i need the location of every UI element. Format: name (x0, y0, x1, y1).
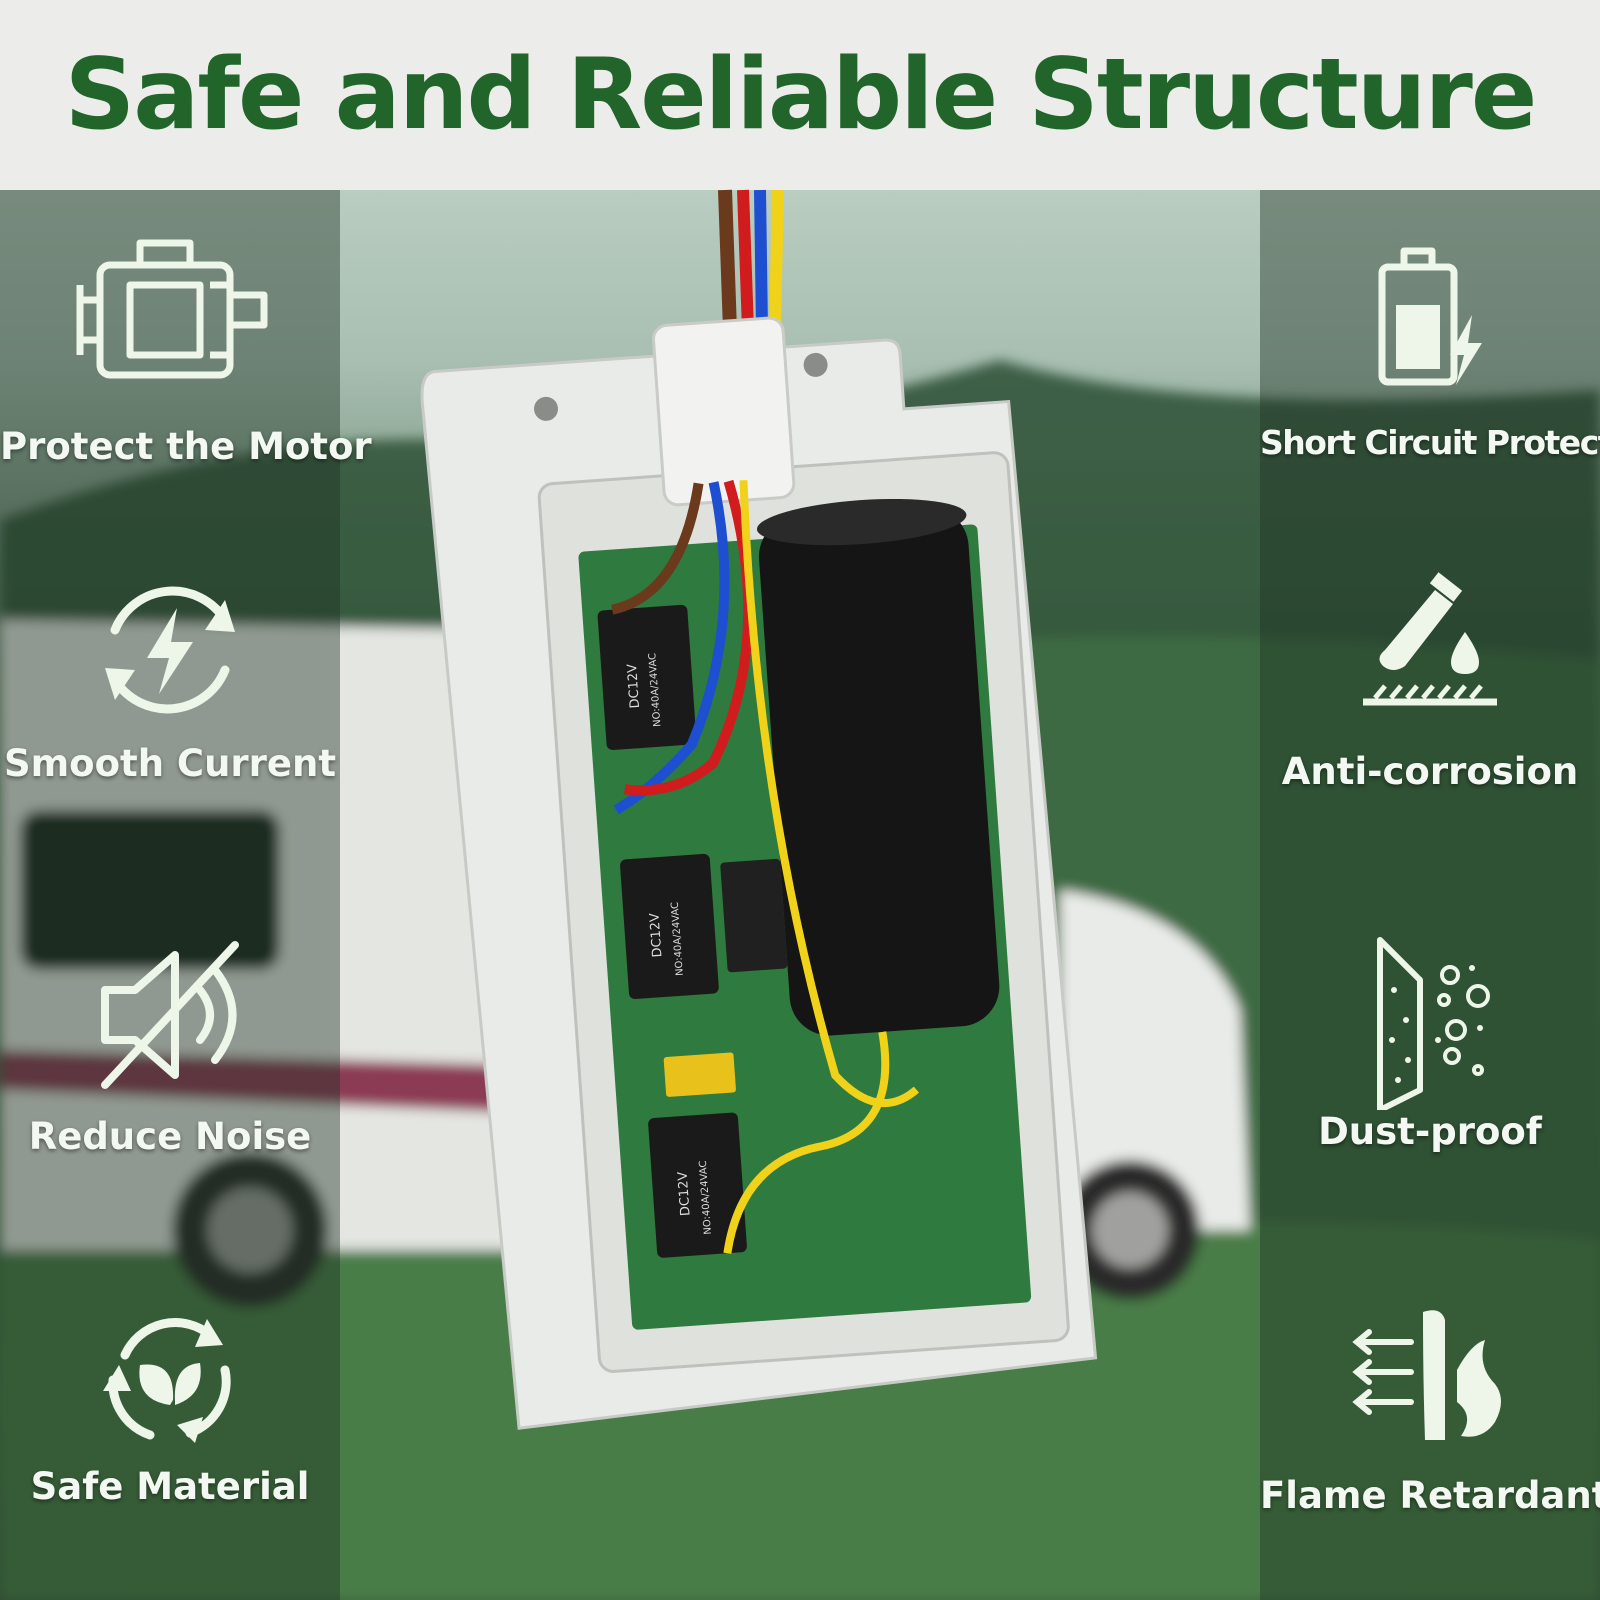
feature-label: Anti-corrosion (1281, 750, 1579, 793)
feature-label: Dust-proof (1318, 1110, 1542, 1153)
mute-speaker-icon (101, 941, 239, 1089)
feature-label: Short Circuit Protection (1260, 423, 1600, 462)
wire-bundle (718, 189, 784, 331)
feature-short-circuit: Short Circuit Protection (1260, 245, 1600, 465)
background-scene (0, 190, 1600, 1600)
svg-text:NO:40A/24VAC: NO:40A/24VAC (698, 1160, 714, 1235)
relay: DC12V NO:40A/24VAC (648, 1112, 747, 1258)
start-capacitor (758, 507, 1000, 1036)
feature-label: Safe Material (30, 1465, 310, 1508)
left-feature-panel (0, 190, 340, 1600)
caravan-window (20, 810, 280, 970)
page-title: Safe and Reliable Structure (64, 38, 1538, 152)
mount-hole (803, 352, 828, 377)
feature-label: Protect the Motor (0, 425, 372, 468)
mount-hole (534, 396, 559, 421)
svg-text:DC12V: DC12V (625, 663, 643, 709)
fire-shield-icon (1352, 1310, 1501, 1440)
camping-landscape (0, 360, 1600, 1600)
filter-particles-icon (1377, 937, 1490, 1110)
small-relay (720, 858, 788, 973)
feature-smooth-current: Smooth Current (0, 570, 340, 786)
grass-field (0, 1217, 1600, 1600)
svg-text:NO:40A/24VAC: NO:40A/24VAC (647, 653, 663, 728)
feature-flame-retardant: Flame Retardant (1260, 1300, 1600, 1518)
lightning-cycle-icon (105, 586, 235, 714)
yellow-capacitor (663, 1052, 736, 1097)
feature-dust-proof: Dust-proof (1260, 930, 1600, 1154)
feature-anti-corrosion: Anti-corrosion (1260, 570, 1600, 794)
feature-label: Reduce Noise (28, 1115, 312, 1158)
svg-text:DC12V: DC12V (676, 1171, 694, 1217)
relay: DC12V NO:40A/24VAC (620, 853, 719, 1000)
feature-protect-motor: Protect the Motor (0, 225, 372, 469)
feature-reduce-noise: Reduce Noise (0, 935, 340, 1159)
feature-label: Flame Retardant (1260, 1474, 1600, 1517)
test-tube-drop-icon (1363, 572, 1497, 706)
feature-label: Smooth Current (3, 742, 337, 785)
relay: DC12V NO:40A/24VAC (597, 604, 697, 751)
recycle-leaf-icon (103, 1318, 231, 1443)
van-body (1060, 890, 1250, 1230)
svg-text:NO:40A/24VAC: NO:40A/24VAC (670, 902, 686, 977)
motor-icon (76, 239, 268, 379)
feature-safe-material: Safe Material (0, 1305, 340, 1509)
cable-gland (651, 316, 796, 507)
battery-bolt-icon (1378, 247, 1482, 386)
svg-text:DC12V: DC12V (647, 912, 665, 958)
title-banner: Safe and Reliable Structure (0, 0, 1600, 190)
